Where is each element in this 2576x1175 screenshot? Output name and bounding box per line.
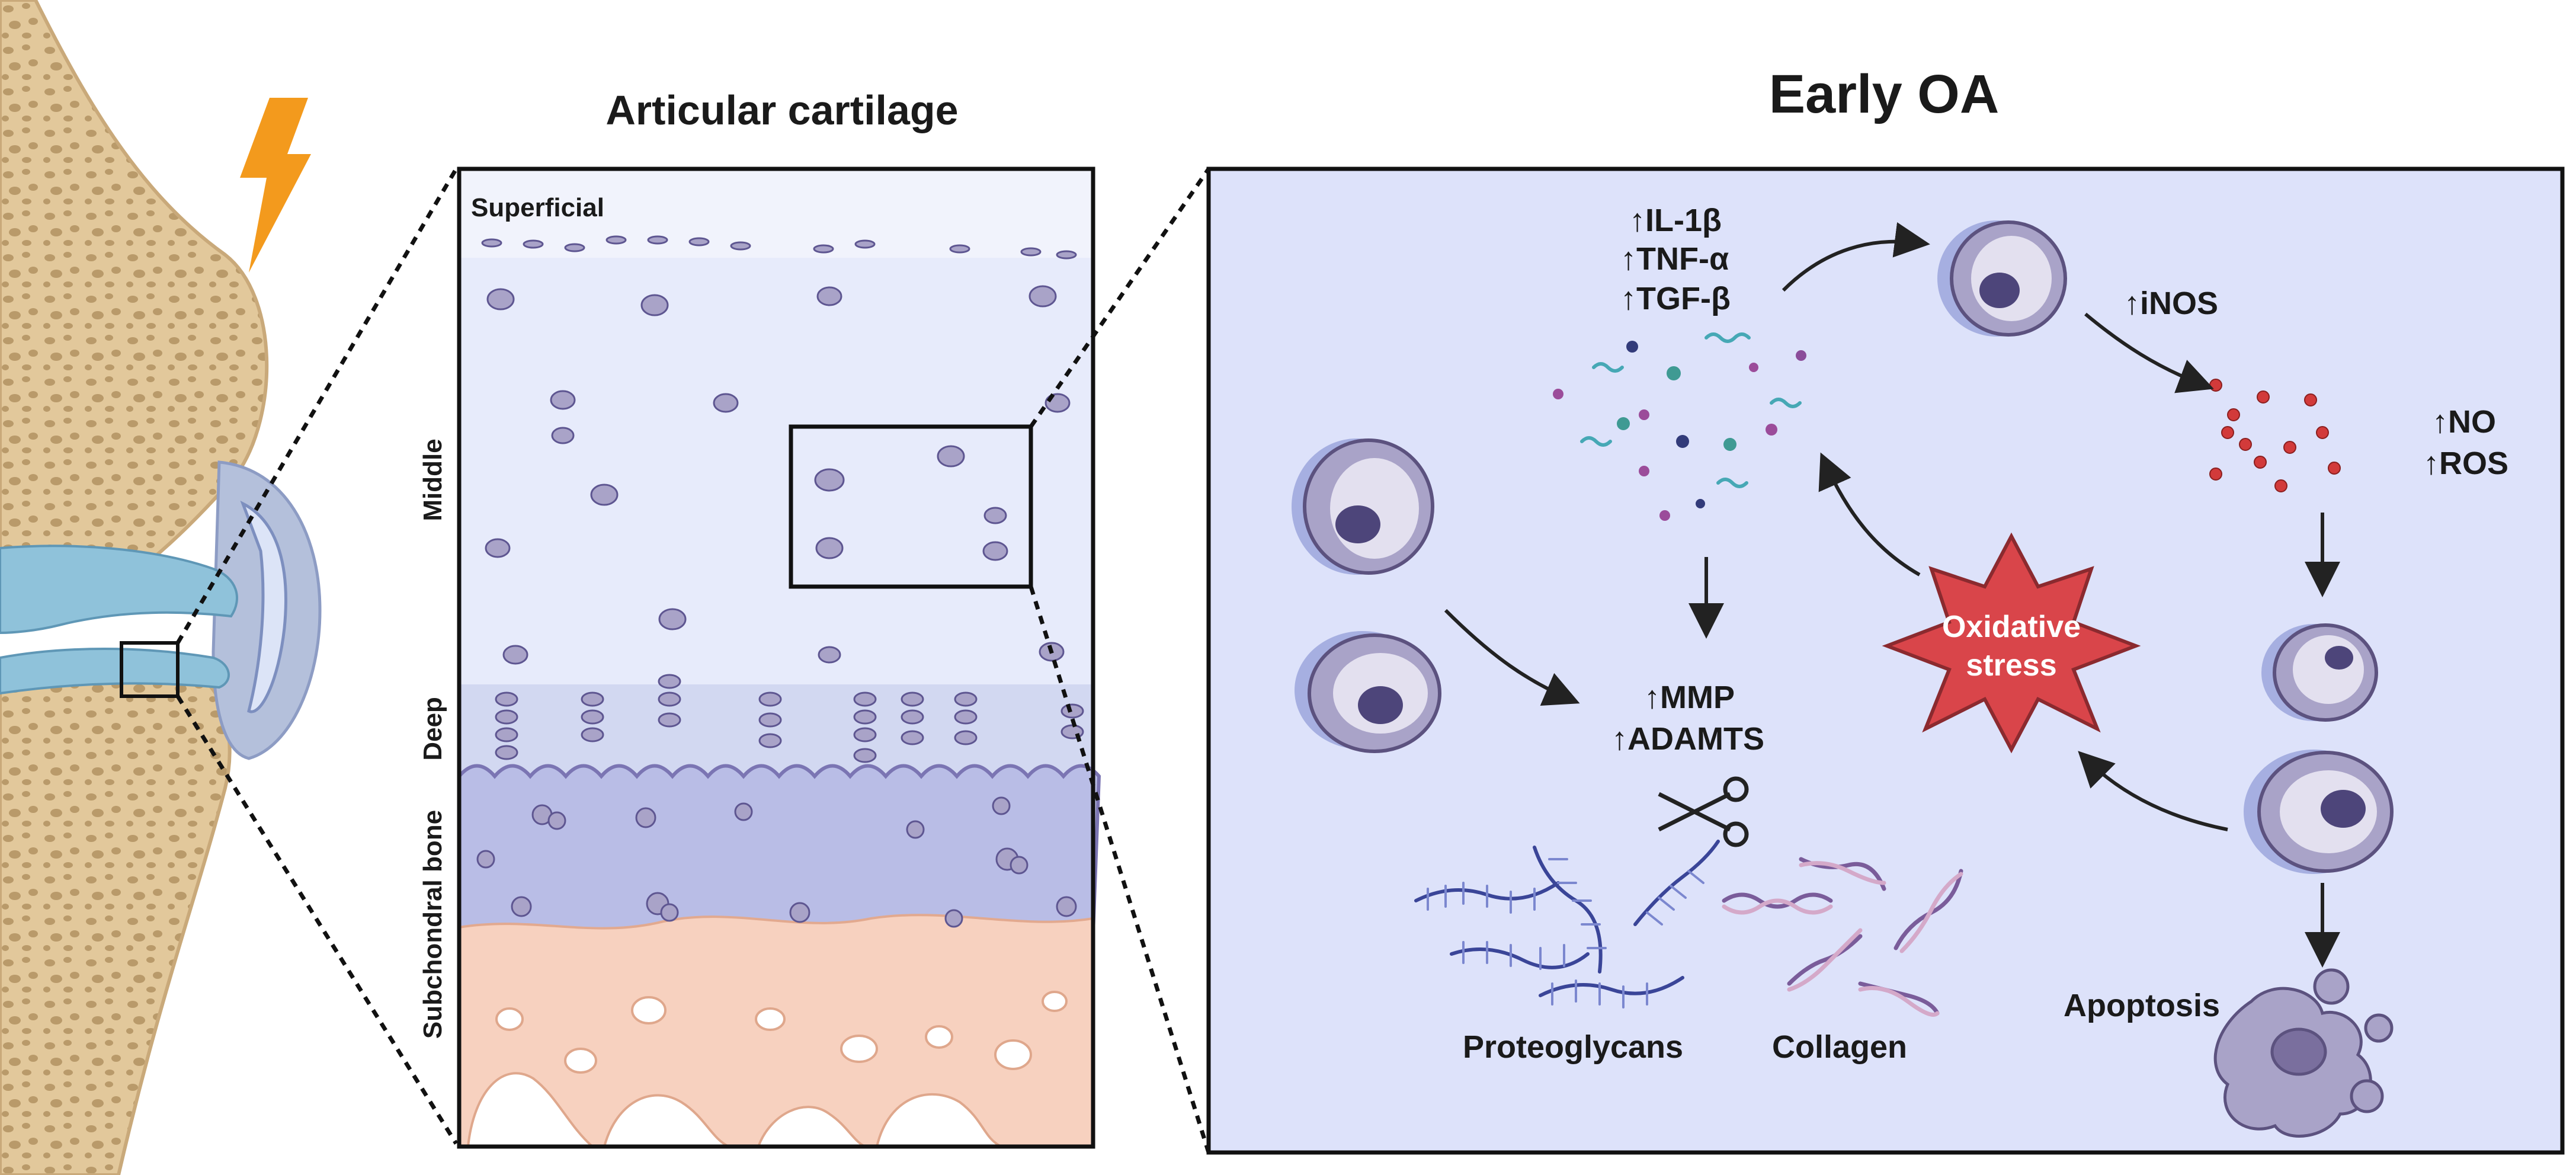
ros-label: ↑ROS: [2423, 446, 2508, 481]
chondrocyte: [2244, 750, 2394, 874]
zone-label-middle: Middle: [418, 438, 447, 521]
pathway-arrows: [1444, 222, 2340, 968]
chondrocyte-activated: [1937, 220, 2067, 337]
femoral-cartilage: [0, 545, 238, 635]
cytokine-particles: [1553, 332, 1806, 521]
arrow-stress-to-cytokines: [1818, 452, 1921, 577]
lightning-bolt-icon: [240, 98, 311, 273]
chondrocytes: [476, 235, 1084, 928]
meniscus: [240, 500, 287, 713]
zone-label-superficial: Superficial: [471, 193, 604, 222]
middle-zone-bg: [459, 258, 1093, 684]
oxidative-stress-line-1: Oxidative: [1942, 610, 2081, 644]
arrow-cell-to-stress: [2078, 751, 2228, 831]
proteoglycans-label: Proteoglycans: [1463, 1029, 1683, 1065]
cytokine-il1b: ↑IL-1β: [1629, 203, 1722, 238]
inos-label: ↑iNOS: [2124, 286, 2218, 321]
subchondral-bone: [458, 914, 1094, 1148]
adamts-label: ↑ADAMTS: [1611, 721, 1764, 757]
no-label: ↑NO: [2432, 404, 2496, 440]
chondrocyte: [2261, 623, 2378, 722]
zoom-selection-box: [120, 641, 180, 698]
arrow-cell-to-radicals: [2084, 312, 2214, 393]
tibia-bone: [0, 659, 232, 1175]
cartilage-zoom-box: [789, 424, 1033, 589]
collagen-label: Collagen: [1772, 1029, 1907, 1065]
zoom-line-bottom: [176, 695, 458, 1145]
cytokine-tgfb: ↑TGF-β: [1620, 281, 1731, 316]
zoom-line-panel-bottom: [1029, 585, 1211, 1154]
mmp-label: ↑MMP: [1644, 680, 1735, 715]
oxidative-stress-line-2: stress: [1966, 648, 2056, 683]
knee-joint: [0, 0, 459, 1175]
chondrocyte-group-right: [2244, 623, 2394, 874]
scissors-icon: [1658, 776, 1749, 847]
zone-label-subchondral: Subchondral bone: [418, 810, 447, 1039]
apoptotic-cell: [2213, 968, 2394, 1138]
collagen-fibres: [1722, 857, 1963, 1017]
chondrocyte-group-left: [1292, 438, 1441, 753]
apoptosis-label: Apoptosis: [2064, 988, 2220, 1023]
arrow-cytokine-to-activated-cell: [1782, 222, 1930, 292]
cytokine-tnfa: ↑TNF-α: [1620, 241, 1729, 277]
zone-label-deep: Deep: [418, 697, 447, 761]
cartilage-title: Articular cartilage: [605, 87, 958, 133]
marrow-cavities: [466, 991, 1068, 1148]
cartilage-panel: [457, 167, 1211, 1154]
tidemark: [457, 764, 1101, 935]
cartilage-frame: [457, 167, 1095, 1149]
early-oa-title: Early OA: [1769, 64, 2000, 124]
proteoglycan-molecules: [1414, 840, 1720, 1008]
oxidative-stress-star: [1882, 532, 2141, 754]
zoom-line-panel-top: [1029, 168, 1210, 428]
chondrocyte: [1292, 438, 1434, 575]
tibial-cartilage: [0, 648, 230, 695]
chondrocyte: [1295, 631, 1441, 753]
arrow-cells-to-enzymes: [1444, 609, 1580, 706]
superficial-zone-bg: [459, 169, 1093, 258]
